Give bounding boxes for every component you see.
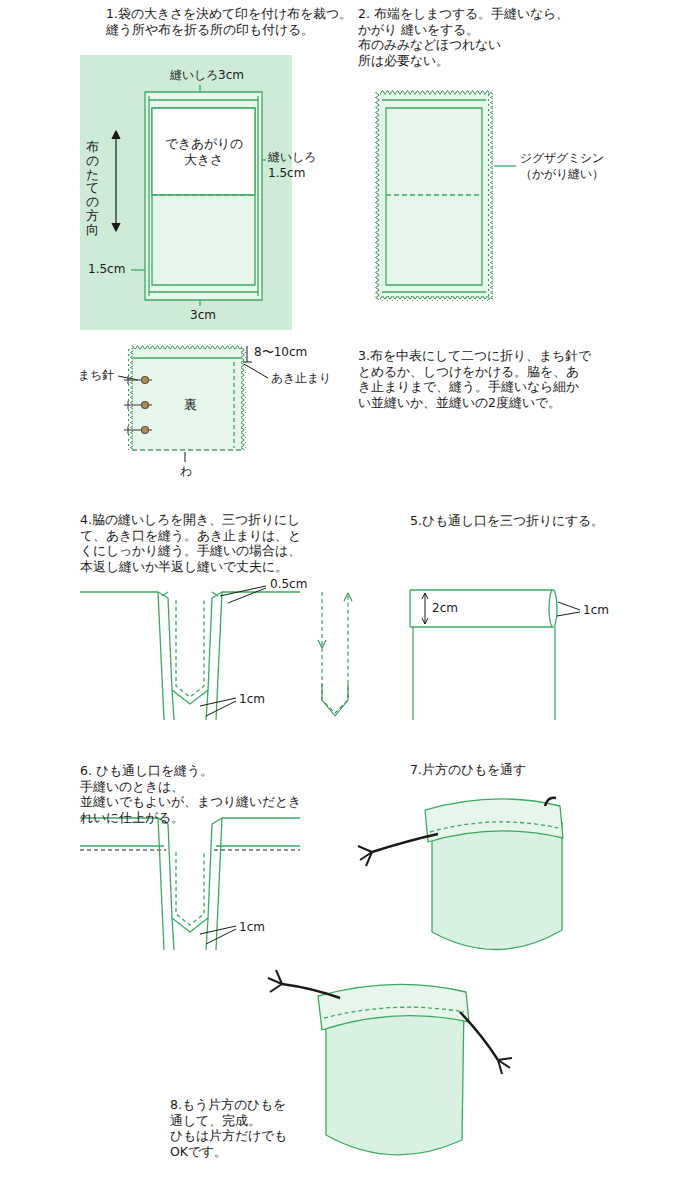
dimension-label: 縫いしろ 1.5cm (268, 150, 319, 181)
fabric-back-side: 裏 (150, 385, 230, 425)
callout-label: ジグザグミシン （かがり縫い） (520, 151, 607, 182)
callout-label: まち針 (78, 368, 114, 384)
step-text: 1.袋の大きさを決めて印を付け布を裁つ。 縫う所や布を折る所の印も付ける。 (106, 6, 355, 37)
grain-direction: 布のたての方向 (86, 140, 99, 236)
callout-label: あき止まり (271, 371, 331, 387)
dimension-label: 1cm (239, 692, 265, 708)
step-text: 6. ひも通し口を縫う。手縫いのときは、 並縫いでもよいが、まつり縫いだとき れ… (80, 763, 304, 825)
step-text: 5.ひも通し口を三つ折りにする。 (410, 513, 604, 529)
dimension-label: 3cm (190, 308, 216, 324)
dimension-label: 2cm (432, 601, 458, 617)
dimension-label: 1cm (583, 603, 609, 619)
step-text: 2. 布端をしまつする。手縫いなら、かがり 縫いをする。布のみみなどほつれない … (358, 6, 595, 68)
dimension-label: 0.5cm (270, 577, 307, 593)
step-text: 7.片方のひもを通す (410, 762, 526, 778)
dimension-label: 1cm (239, 920, 265, 936)
node-text: できあがりの 大きさ (163, 136, 244, 168)
node-text: 裏 (184, 397, 197, 413)
fold-label: わ (180, 464, 192, 480)
step-text: 8.もう片方のひもを 通して、完成。 ひもは片方だけでも OKです。 (170, 1097, 290, 1159)
dimension-label: 縫いしろ3cm (170, 68, 244, 84)
dimension-label: 1.5cm (88, 262, 125, 278)
dimension-label: 8〜10cm (254, 345, 307, 361)
finished-size-box: できあがりの 大きさ (152, 108, 255, 195)
step-text: 4.脇の縫いしろを開き、三つ折りにし て、あき口を縫う。あき止まりは、と くにし… (80, 512, 304, 574)
step-text: 3.布を中表にして二つに折り、まち針で とめるか、しつけをかける。脇を、あ き止… (358, 348, 594, 410)
